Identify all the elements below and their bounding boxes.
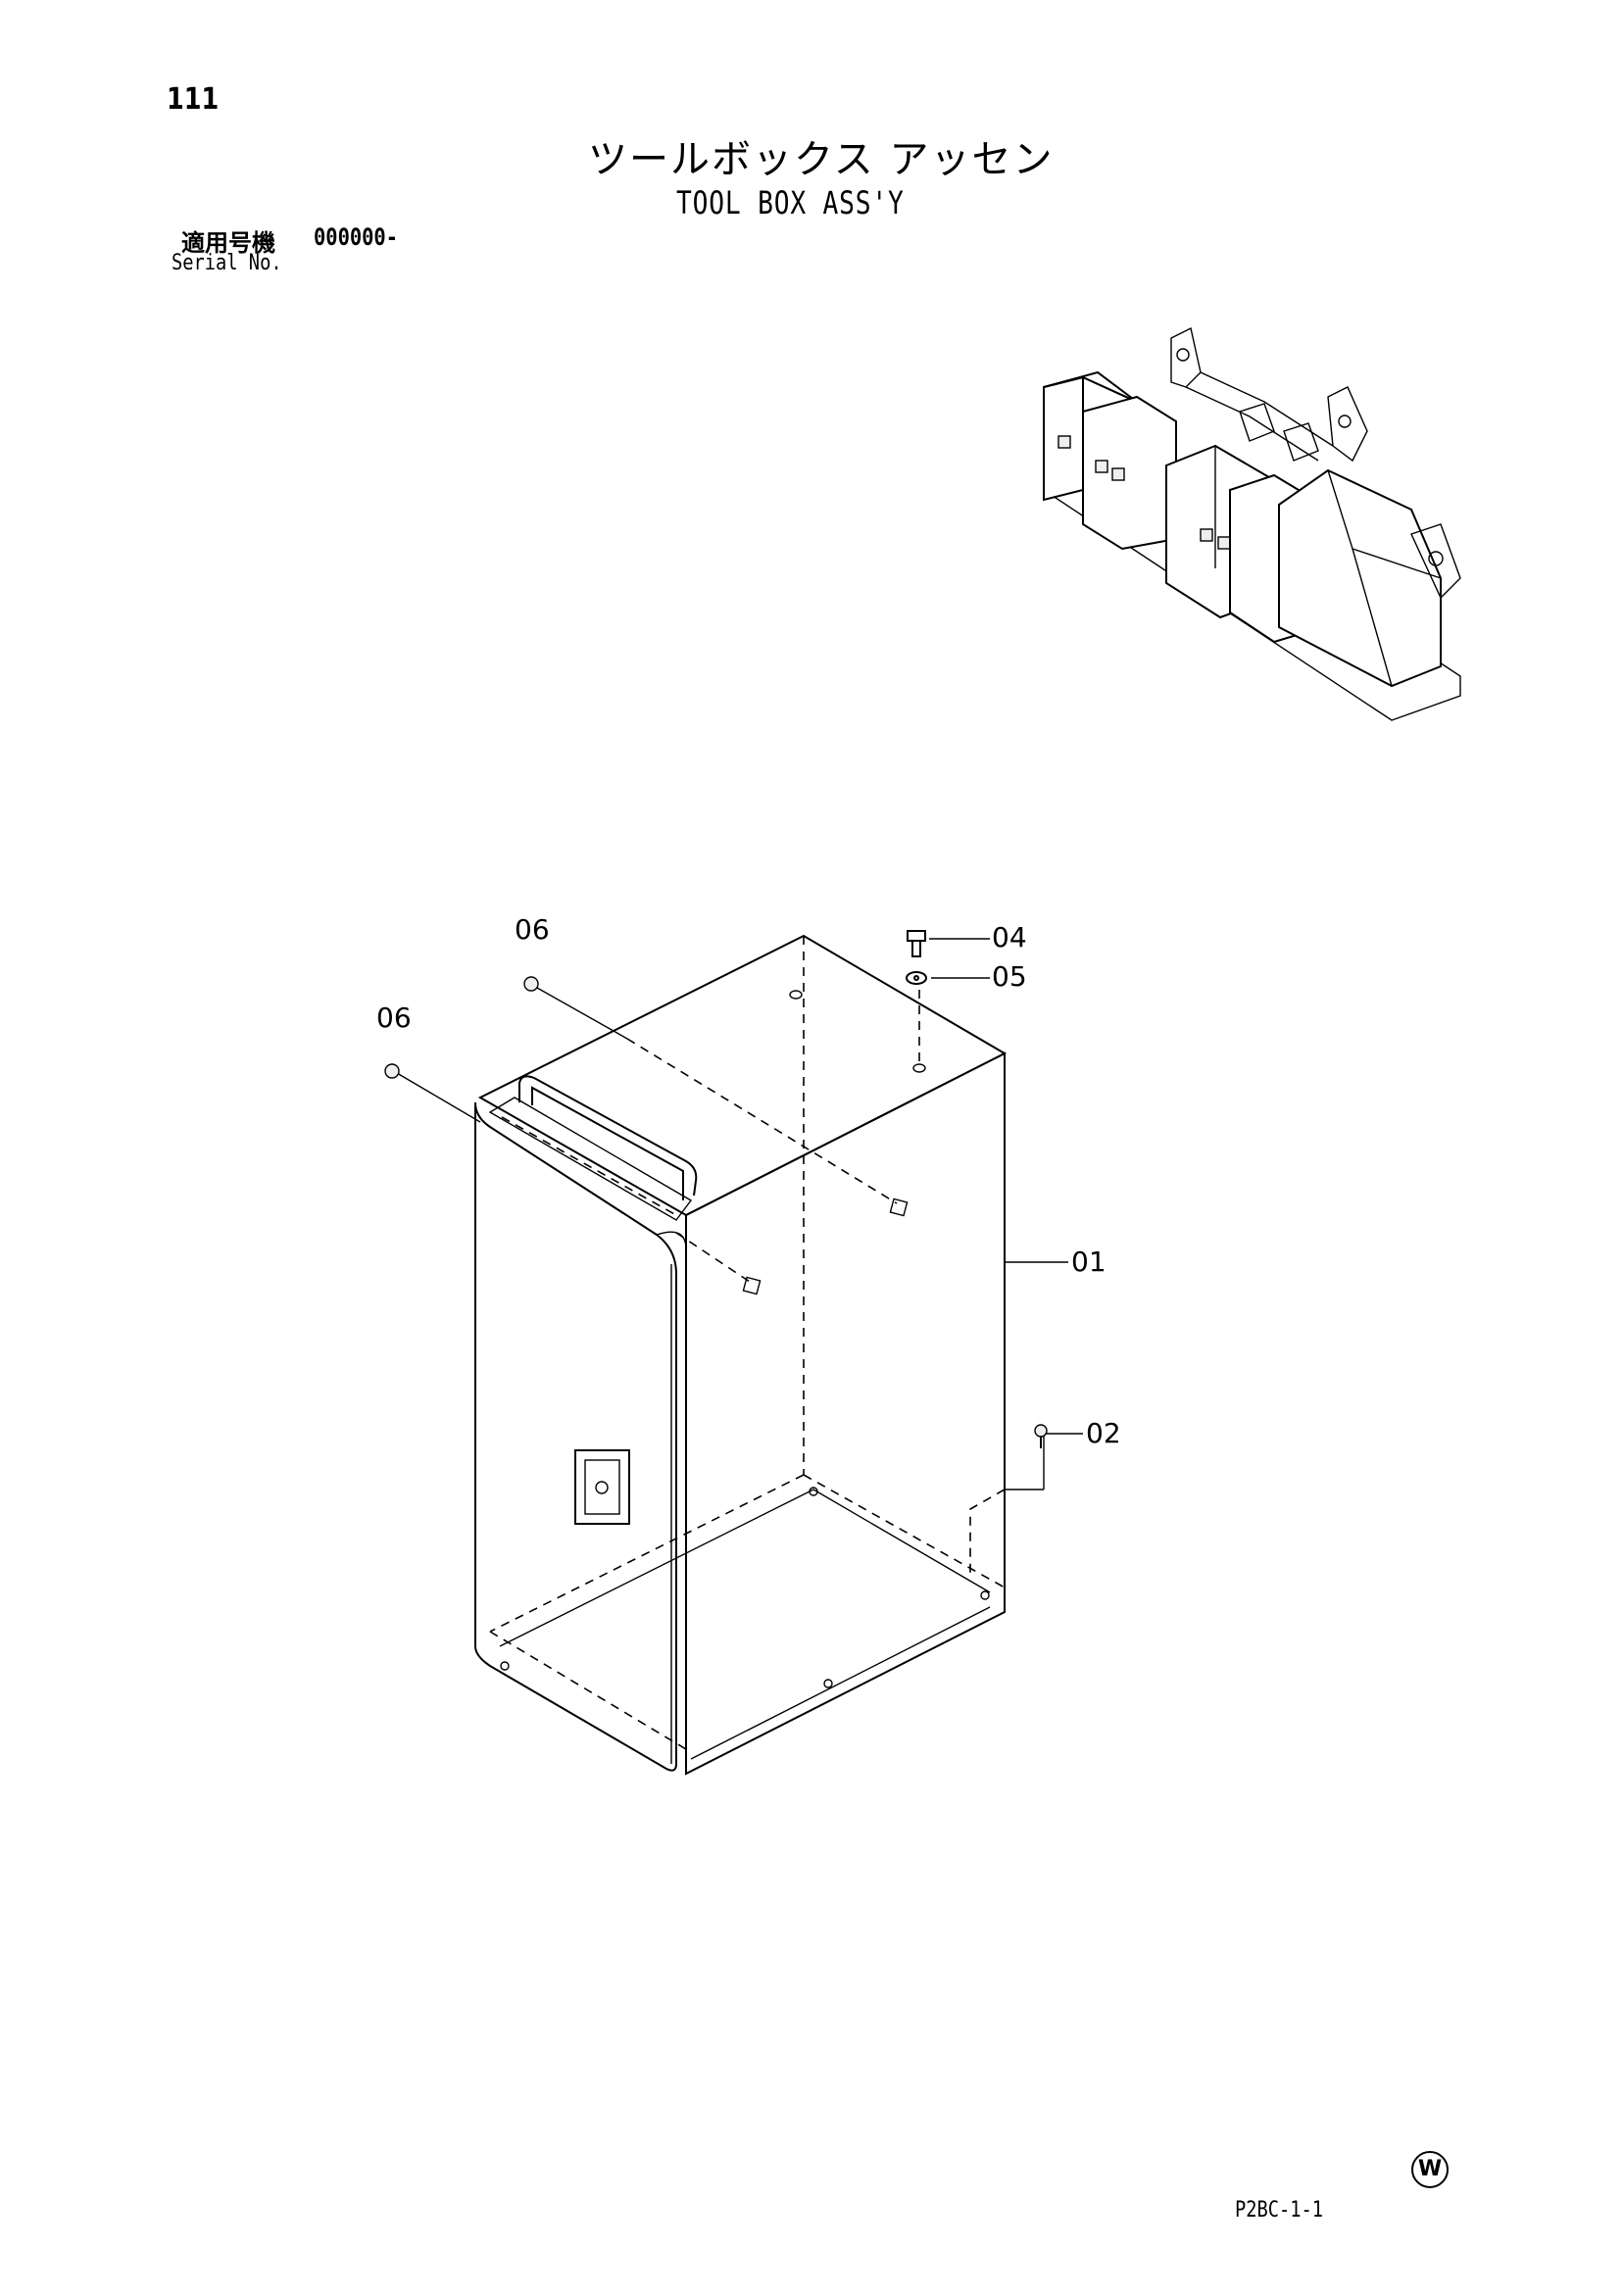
- leader-lines: [396, 938, 1083, 1490]
- tool-box-side-face: [685, 1051, 1006, 1776]
- machine-frame-overview: [1043, 326, 1461, 721]
- drawing-code: P2BC-1-1: [1235, 2198, 1324, 2223]
- callout-02: 02: [1086, 1417, 1121, 1449]
- title-japanese: ツールボックス アッセン: [588, 137, 1055, 182]
- door-lock: [574, 1449, 630, 1525]
- serial-label-english: Serial No.: [172, 251, 282, 275]
- title-english: TOOL BOX ASS'Y: [676, 184, 905, 221]
- callout-04: 04: [992, 921, 1027, 953]
- callout-06-top: 06: [515, 913, 550, 946]
- nut-icon: [384, 1063, 400, 1079]
- w-mark-icon: W: [1411, 2151, 1449, 2188]
- tool-box-assembly: [474, 934, 1008, 1776]
- screw-icon: [1034, 1424, 1048, 1448]
- tool-box-door: [474, 1101, 677, 1772]
- serial-label-japanese: 適用号機: [181, 229, 275, 257]
- nut-icon: [523, 976, 539, 992]
- serial-value: 000000-: [314, 223, 398, 251]
- callout-06-left: 06: [376, 1001, 412, 1034]
- callout-01: 01: [1071, 1246, 1107, 1278]
- callout-05: 05: [992, 960, 1027, 993]
- hardware: [384, 930, 1048, 1448]
- bolt-icon: [907, 930, 926, 957]
- page-number: 111: [167, 82, 220, 117]
- tool-box-handle: [518, 1075, 698, 1197]
